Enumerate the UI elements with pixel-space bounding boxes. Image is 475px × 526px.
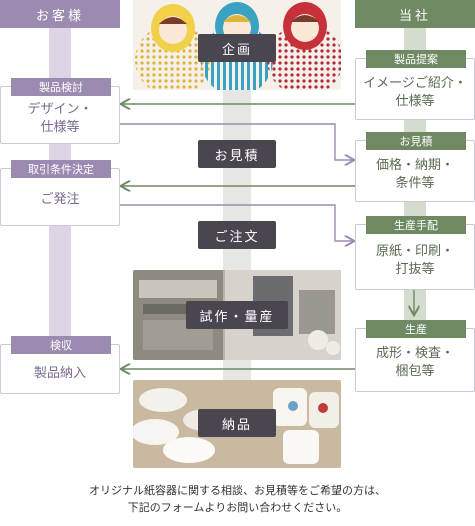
- company-step-tag: お見積: [366, 132, 466, 150]
- company-step-tag: 製品提案: [366, 50, 466, 68]
- footer-note: オリジナル紙容器に関する相談、お見積等をご希望の方は、 下記のフォームよりお問い…: [0, 482, 475, 516]
- doll-red: [267, 2, 341, 90]
- company-step-text: イメージご紹介・: [363, 76, 467, 91]
- customer-step-tag: 検収: [11, 336, 111, 354]
- company-step-text: 打抜等: [395, 262, 435, 277]
- customer-lane-title: お客様: [35, 8, 84, 24]
- arrow-order-to-production: [120, 204, 353, 241]
- company-step-tag: 生産手配: [366, 216, 466, 234]
- footer-line: 下記のフォームよりお問い合わせください。: [127, 501, 348, 514]
- company-step-text: 成形・検査・: [375, 346, 454, 361]
- company-step-text: 原紙・印刷・: [375, 244, 454, 259]
- company-step-tag: 生産: [366, 320, 466, 338]
- center-step-delivery: 納品: [198, 409, 276, 437]
- company-step-text: 条件等: [395, 176, 435, 191]
- customer-step-text: 製品納入: [33, 366, 86, 381]
- customer-step-inspection: 検収 製品納入: [0, 336, 120, 394]
- center-step-production: 試作・量産: [186, 301, 288, 329]
- customer-step-terms: 取引条件決定 ご発注: [0, 160, 120, 226]
- company-step-quote: お見積 価格・納期・ 条件等: [355, 132, 475, 202]
- center-step-order: ご注文: [198, 221, 276, 249]
- footer-line: オリジナル紙容器に関する相談、お見積等をご希望の方は、: [89, 484, 386, 497]
- company-lane-header: 当社: [355, 0, 475, 28]
- customer-step-text: デザイン・: [27, 102, 93, 117]
- customer-lane-header: お客様: [0, 0, 120, 28]
- center-step-quote: お見積: [198, 140, 276, 168]
- customer-step-text: ご発注: [40, 192, 80, 207]
- doll-yellow: [135, 4, 211, 90]
- company-lane-title: 当社: [398, 8, 431, 24]
- company-step-text: 仕様等: [395, 94, 435, 109]
- customer-step-tag: 取引条件決定: [11, 160, 111, 178]
- company-step-text: 梱包等: [395, 364, 435, 379]
- customer-step-product-review: 製品検討 デザイン・ 仕様等: [0, 78, 120, 144]
- customer-step-tag: 製品検討: [11, 78, 111, 96]
- company-step-arrangement: 生産手配 原紙・印刷・ 打抜等: [355, 216, 475, 290]
- customer-step-text: 仕様等: [40, 120, 80, 135]
- company-step-production: 生産 成形・検査・ 梱包等: [355, 320, 475, 392]
- company-step-proposal: 製品提案 イメージご紹介・ 仕様等: [355, 50, 475, 120]
- company-step-text: 価格・納期・: [375, 158, 454, 173]
- arrow-design-to-quote: [120, 123, 353, 160]
- center-step-planning: 企画: [198, 34, 276, 62]
